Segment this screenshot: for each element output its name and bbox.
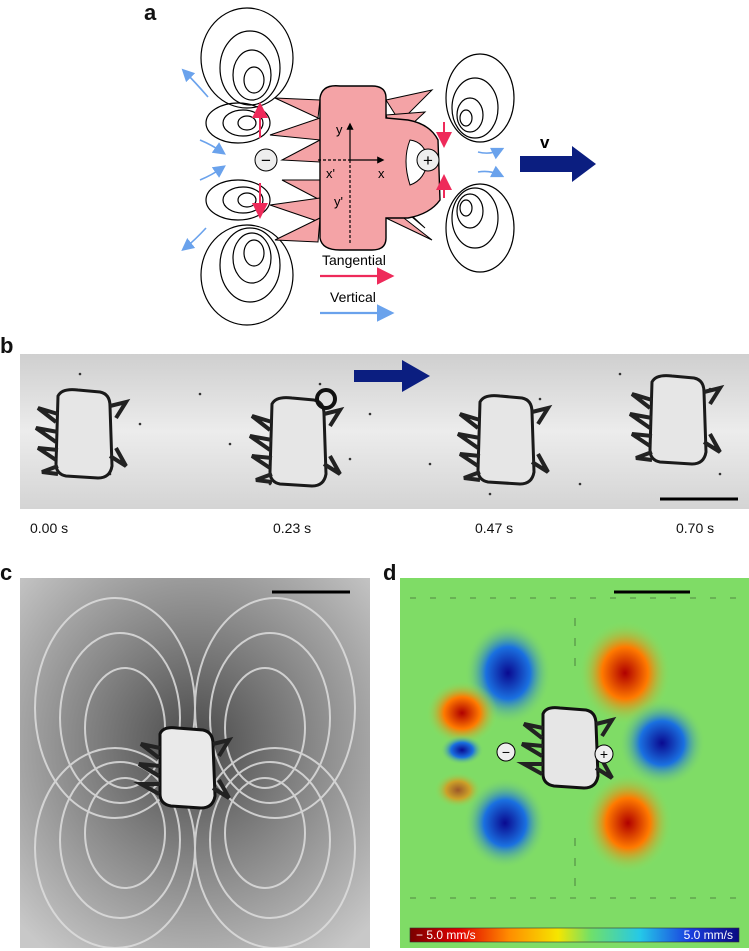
panel-label-b: b [0,333,14,358]
timestamp-4: 0.70 s [676,520,715,536]
minus-charge-circle [254,148,278,172]
plus-charge-circle [594,744,614,764]
vertical-arrows [181,68,505,251]
colorbar [409,927,740,943]
velocity-arrow [520,146,596,182]
blob-red-bottom-right [584,773,672,873]
panel-d-velocity-map: − + − 5.0 mm/s 5.0 mm/s [400,578,749,948]
timestamp-3: 0.47 s [475,520,514,536]
tangential-arrows [252,102,452,219]
panel-b-photo-strip [20,354,749,509]
axis-y-prime-label: y' [334,194,343,209]
plus-charge-sign: + [423,151,433,170]
minus-charge-sign: − [502,744,510,760]
axis-y-label: y [336,122,343,137]
minus-charge-sign: − [261,151,271,170]
panel-label-c: c [0,560,13,585]
blob-blue-left-mid [440,735,484,765]
timestamp-2: 0.23 s [273,520,312,536]
legend-tangential-label: Tangential [322,252,386,268]
streamline-loops-right [445,53,515,273]
velocity-label: v [540,133,550,152]
panel-a-diagram: y x x' y' − + v Tangential Vertical [181,7,596,326]
blob-red-top-right [579,621,671,725]
robot-c [133,726,234,810]
blob-red-left [426,681,498,745]
axis-lines [318,122,385,245]
colorbar-min-label: − 5.0 mm/s [416,928,476,942]
blob-blue-right [618,699,706,787]
blob-blue-bottom-left [463,777,547,869]
streamline-loops-left [200,7,294,326]
left-fins [269,97,321,243]
streamline-pattern [34,597,356,948]
axis-x-label: x [378,166,385,181]
direction-arrow [354,360,430,392]
plus-charge-sign: + [600,746,608,762]
axis-x-prime-label: x' [326,166,335,181]
timestamp-1: 0.00 s [30,520,69,536]
colorbar-max-label: 5.0 mm/s [684,928,733,942]
minus-charge-circle [496,742,516,762]
legend-vertical-label: Vertical [330,289,376,305]
robot-d [516,706,617,790]
bubble-artifact [315,388,337,410]
plus-charge-circle [416,148,440,172]
panel-label-a: a [144,0,157,25]
panel-c-streamlines [20,578,370,948]
panel-label-d: d [383,560,397,585]
velocity-vectors [410,597,736,899]
